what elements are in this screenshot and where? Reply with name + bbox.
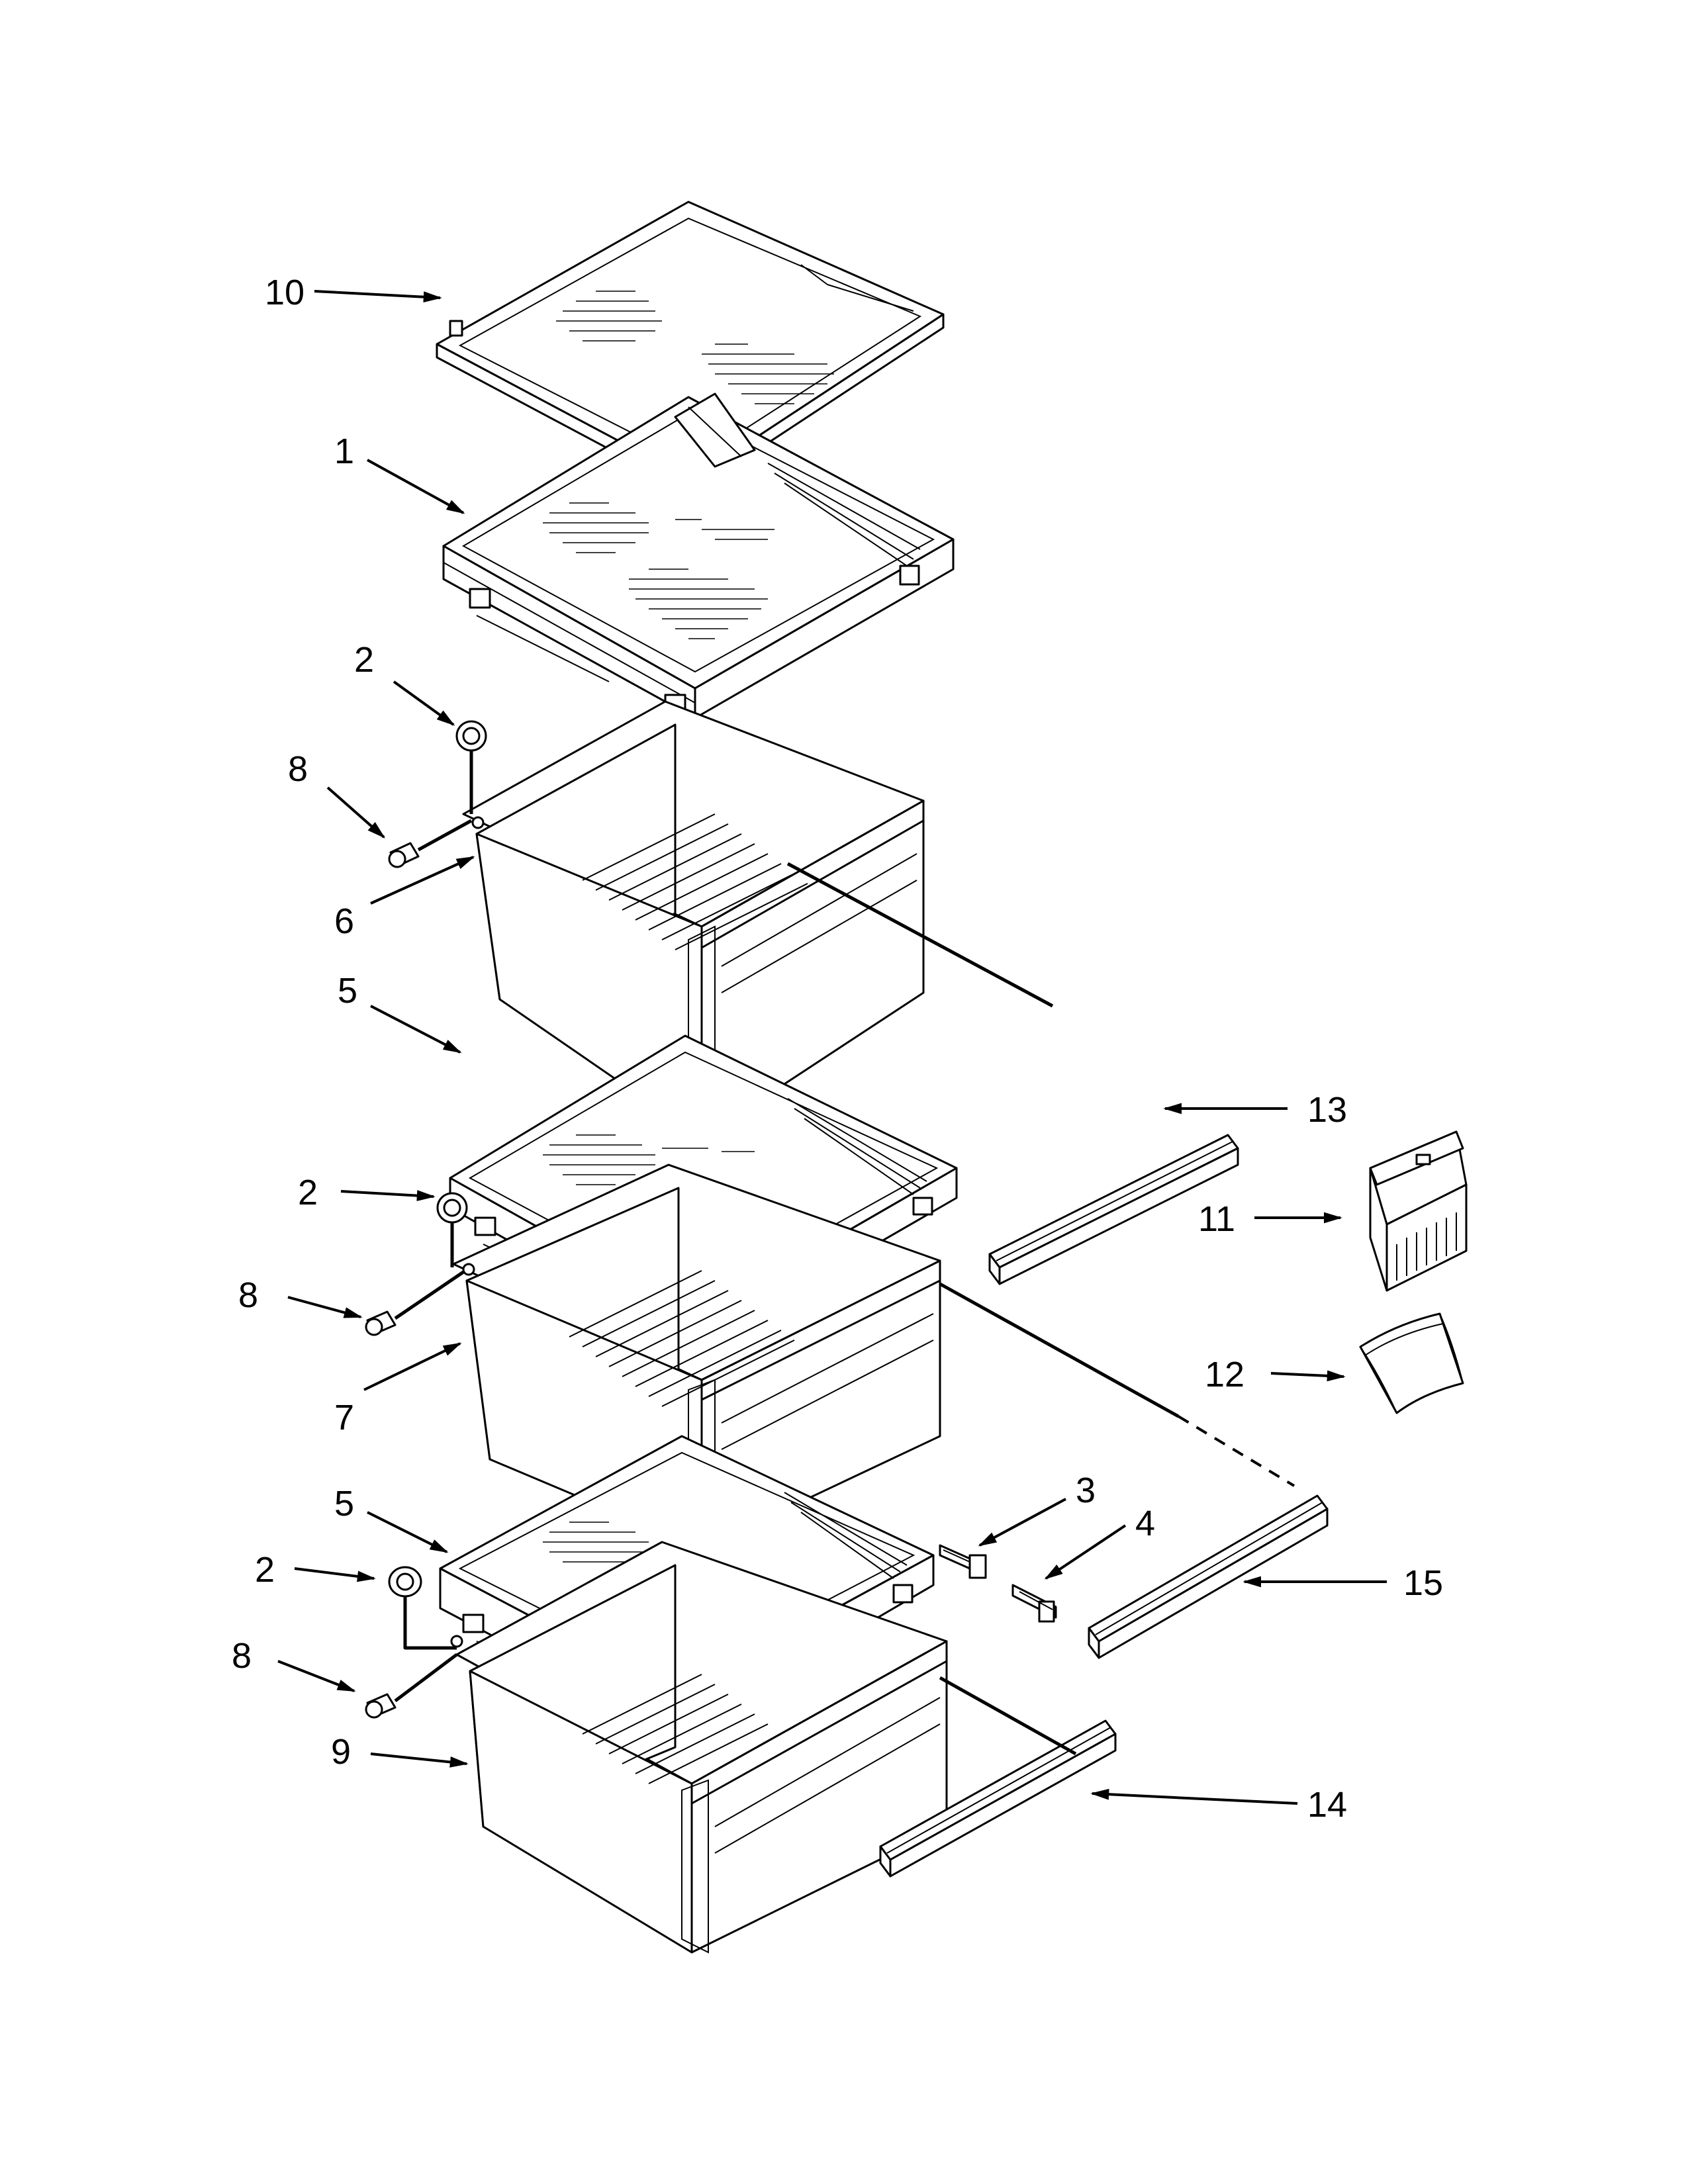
callout-2-bottom: 2 (255, 1550, 275, 1590)
callout-12: 12 (1205, 1355, 1244, 1394)
callout-15: 15 (1403, 1563, 1443, 1603)
callout-4: 4 (1135, 1504, 1155, 1543)
part-8-pin-top (388, 819, 473, 868)
part-15-rail (939, 1282, 1329, 1659)
part-2-roller-bottom (388, 1566, 457, 1650)
callout-13: 13 (1307, 1090, 1347, 1130)
part-2-roller-middle (436, 1192, 468, 1267)
callout-10: 10 (265, 273, 305, 312)
part-7-crisper-drawer-middle (452, 1163, 941, 1550)
part-8-pin-middle (365, 1270, 465, 1336)
callout-6: 6 (334, 901, 354, 941)
callout-8-top: 8 (288, 749, 308, 789)
part-4-bracket (1011, 1584, 1057, 1623)
part-9-crisper-drawer-bottom (450, 1541, 948, 1954)
callout-9: 9 (331, 1732, 351, 1772)
callout-7: 7 (334, 1398, 354, 1437)
part-10-shelf-glass (436, 201, 945, 494)
callout-8-middle: 8 (238, 1275, 258, 1315)
callout-1: 1 (334, 432, 354, 471)
callout-8-bottom: 8 (232, 1636, 252, 1676)
callout-5-middle: 5 (338, 971, 357, 1011)
part-8-pin-bottom (365, 1653, 458, 1719)
callout-labels: 10 1 2 8 6 5 13 2 8 7 11 12 3 4 5 2 8 15… (232, 273, 1443, 1825)
leader-arrows (277, 290, 1387, 1805)
part-12-cover (1359, 1312, 1464, 1414)
callout-3: 3 (1076, 1471, 1096, 1510)
callout-5-bottom: 5 (334, 1484, 354, 1524)
part-1-crisper-cover (442, 392, 955, 723)
part-11-fresh-flow-bin (1369, 1130, 1468, 1292)
part-3-bracket (939, 1544, 987, 1579)
part-2-roller-top (455, 720, 487, 814)
part-13-rail (786, 862, 1239, 1285)
callout-11: 11 (1198, 1199, 1235, 1239)
callout-2-top: 2 (354, 640, 374, 680)
part-14-rail (879, 1676, 1117, 1878)
callout-2-middle: 2 (298, 1173, 318, 1212)
callout-14: 14 (1307, 1785, 1347, 1825)
